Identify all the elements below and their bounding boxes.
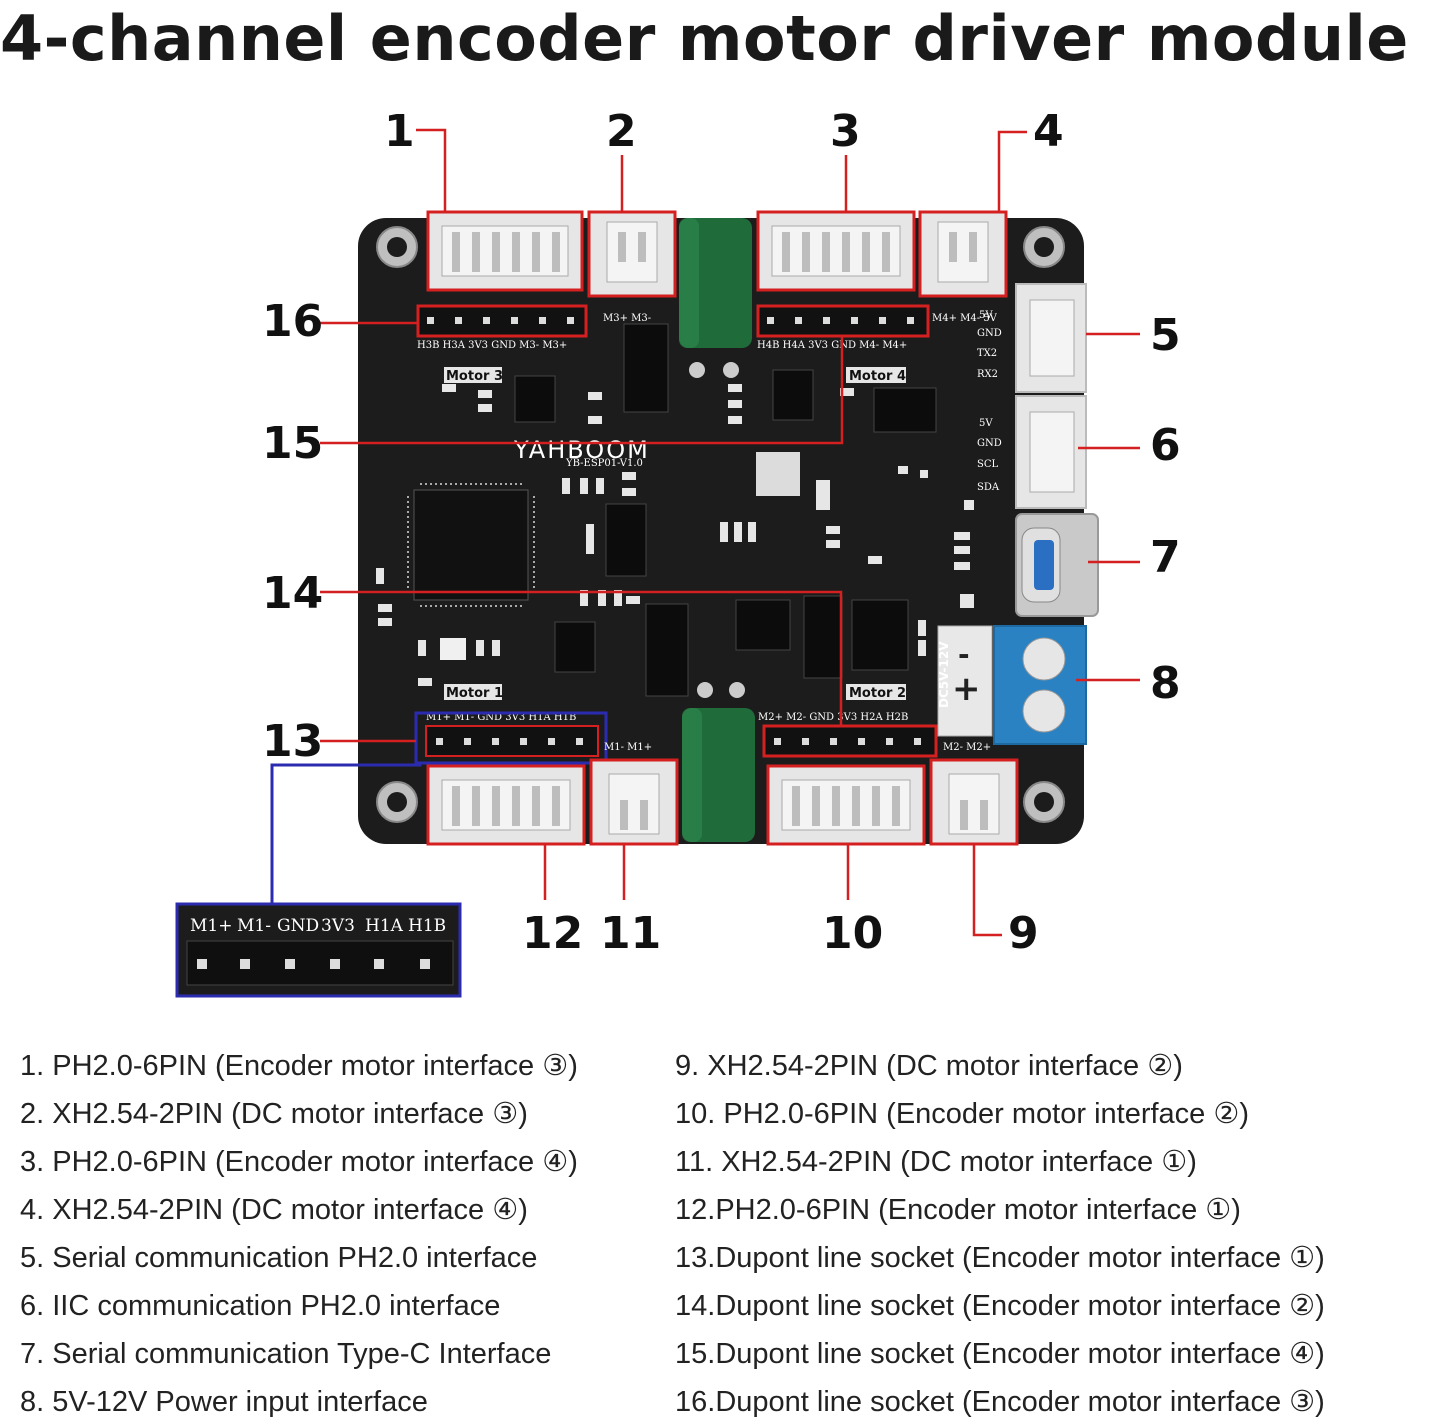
xh254-connector-m2[interactable] — [929, 758, 1019, 846]
legend-item-15: 15.Dupont line socket (Encoder motor int… — [675, 1338, 1325, 1370]
electrolytic-capacitor-bottom — [682, 682, 755, 842]
legend-item-7: 7. Serial communication Type-C Interface — [20, 1338, 552, 1370]
zoom-leader-line — [270, 763, 422, 904]
uart-ph20-connector[interactable] — [1015, 283, 1087, 393]
silk-header-top-right: H4B H4A 3V3 GND M4- M4+ — [757, 340, 907, 351]
callout-4: 4 — [1033, 106, 1064, 157]
zoom-pin-label-3: GND — [277, 916, 319, 936]
legend-item-6: 6. IIC communication PH2.0 interface — [20, 1290, 501, 1322]
zoom-pin-label-6: H1B — [408, 916, 446, 936]
dupont-header-motor3[interactable] — [416, 304, 588, 338]
dupont-header-motor1[interactable] — [414, 711, 608, 765]
dupont-header-motor2[interactable] — [762, 724, 938, 758]
svg-text:5V: 5V — [979, 310, 993, 321]
callout-6: 6 — [1150, 420, 1181, 471]
ph20-connector-motor3[interactable] — [426, 210, 584, 292]
svg-text:SCL: SCL — [977, 459, 999, 470]
silk-dc-m4: M4+ M4- 5V — [932, 313, 998, 324]
legend-item-1: 1. PH2.0-6PIN (Encoder motor interface ③… — [20, 1050, 578, 1082]
callout-15: 15 — [262, 418, 323, 469]
svg-text:SDA: SDA — [977, 482, 1000, 493]
svg-text:+: + — [952, 669, 981, 709]
ph20-connector-motor1[interactable] — [426, 764, 586, 846]
legend-item-13: 13.Dupont line socket (Encoder motor int… — [675, 1242, 1325, 1274]
svg-text:GND: GND — [977, 438, 1002, 449]
svg-text:-: - — [958, 638, 970, 671]
callout-8: 8 — [1150, 658, 1181, 709]
legend-item-2: 2. XH2.54-2PIN (DC motor interface ③) — [20, 1098, 528, 1130]
xh254-connector-m4[interactable] — [918, 210, 1008, 298]
callout-12: 12 — [522, 908, 583, 959]
page-title: 4-channel encoder motor driver module — [0, 2, 1409, 75]
zoom-pin-label-5: H1A — [365, 916, 404, 936]
callout-5: 5 — [1150, 310, 1181, 361]
iic-ph20-connector[interactable] — [1015, 395, 1087, 509]
silk-motor-1: Motor 1 — [446, 686, 503, 701]
callout-13: 13 — [262, 716, 323, 767]
legend-right: 9. XH2.54-2PIN (DC motor interface ②) 10… — [675, 1042, 1325, 1426]
svg-text:GND: GND — [977, 328, 1002, 339]
silk-motor-3: Motor 3 — [446, 369, 503, 384]
callout-numbers: 1 2 3 4 5 6 7 8 9 10 11 12 13 14 15 16 — [262, 106, 1181, 959]
callout-7: 7 — [1150, 532, 1181, 583]
silk-brand: YAHBOOM — [513, 436, 650, 464]
silk-motor-4: Motor 4 — [849, 369, 906, 384]
type-c-port[interactable] — [1015, 513, 1099, 617]
legend-item-4: 4. XH2.54-2PIN (DC motor interface ④) — [20, 1194, 528, 1226]
svg-text:TX2: TX2 — [977, 348, 997, 359]
legend-item-14: 14.Dupont line socket (Encoder motor int… — [675, 1290, 1325, 1322]
mcu-chip — [407, 483, 535, 607]
silk-header-bottom-right: M2+ M2- GND 3V3 H2A H2B — [758, 712, 908, 723]
xh254-connector-m3[interactable] — [587, 210, 677, 298]
silk-dc-m1: M1- M1+ — [604, 742, 652, 753]
dupont-header-motor4[interactable] — [756, 304, 930, 338]
svg-text:5V: 5V — [979, 418, 993, 429]
xh254-connector-m1[interactable] — [589, 758, 679, 846]
callout-3: 3 — [830, 106, 861, 157]
silk-dc-m2: M2- M2+ — [943, 742, 991, 753]
small-chips — [514, 323, 937, 697]
smd-components — [376, 384, 974, 686]
iic-pin-labels: 5V GND SCL SDA — [977, 418, 1002, 493]
callout-11: 11 — [600, 908, 661, 959]
legend-item-12: 12.PH2.0-6PIN (Encoder motor interface ①… — [675, 1194, 1241, 1226]
silk-header-bottom-left: M1+ M1- GND 3V3 H1A H1B — [426, 712, 576, 723]
ph20-connector-motor2[interactable] — [766, 764, 926, 846]
legend-item-5: 5. Serial communication PH2.0 interface — [20, 1242, 538, 1274]
zoom-pin-label-1: M1+ — [190, 916, 232, 936]
silk-motor-2: Motor 2 — [849, 686, 906, 701]
silk-header-top-left: H3B H3A 3V3 GND M3- M3+ — [417, 340, 567, 351]
silk-dc-m3: M3+ M3- — [603, 313, 651, 324]
callout-16: 16 — [262, 296, 323, 347]
power-terminal-block[interactable]: + - — [937, 625, 1087, 745]
callout-9: 9 — [1008, 908, 1039, 959]
svg-text:RX2: RX2 — [977, 369, 998, 380]
legend-left: 1. PH2.0-6PIN (Encoder motor interface ③… — [20, 1042, 578, 1426]
legend-item-8: 8. 5V-12V Power input interface — [20, 1386, 428, 1418]
legend-item-3: 3. PH2.0-6PIN (Encoder motor interface ④… — [20, 1146, 578, 1178]
legend-item-10: 10. PH2.0-6PIN (Encoder motor interface … — [675, 1098, 1250, 1130]
legend-item-9: 9. XH2.54-2PIN (DC motor interface ②) — [675, 1050, 1183, 1082]
silk-power-label: DC5V-12V — [937, 641, 951, 708]
silk-motor-labels: Motor 3 Motor 4 Motor 1 Motor 2 — [444, 367, 906, 701]
callout-1: 1 — [384, 106, 415, 157]
zoom-header-inset: M1+ M1- GND 3V3 H1A H1B — [175, 902, 462, 998]
callout-10: 10 — [822, 908, 883, 959]
electrolytic-capacitor-top — [679, 218, 752, 378]
silk-version: YB-ESP01-V1.0 — [565, 458, 643, 469]
legend-item-11: 11. XH2.54-2PIN (DC motor interface ①) — [675, 1146, 1197, 1178]
callout-lines — [320, 128, 1140, 937]
zoom-pin-label-4: 3V3 — [321, 916, 355, 936]
legend-item-16: 16.Dupont line socket (Encoder motor int… — [675, 1386, 1325, 1418]
zoom-pin-label-2: M1- — [237, 916, 271, 936]
callout-14: 14 — [262, 568, 323, 619]
mounting-holes — [376, 226, 1065, 823]
ph20-connector-motor4[interactable] — [756, 210, 916, 292]
board-diagram: H3B H3A 3V3 GND M3- M3+ H4B H4A 3V3 GND … — [175, 106, 1181, 998]
callout-2: 2 — [606, 106, 637, 157]
